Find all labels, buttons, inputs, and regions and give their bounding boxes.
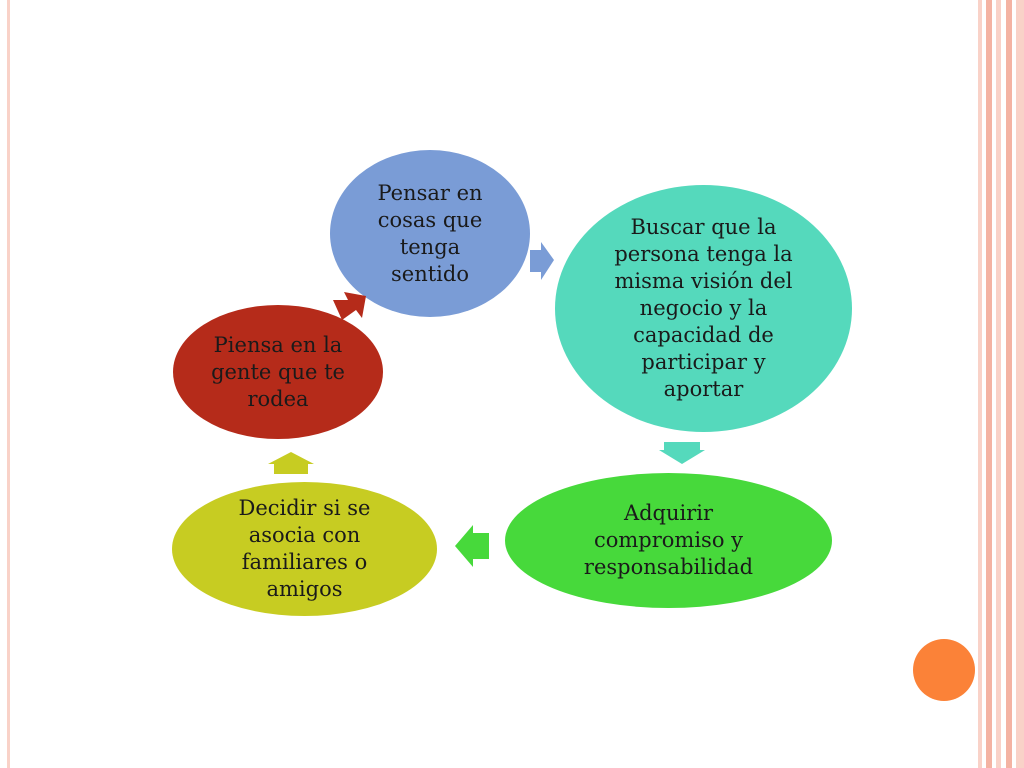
- cycle-node-decidir-label: Decidir si se asocia con familiares o am…: [238, 496, 371, 601]
- cycle-node-pensar: Pensar en cosas que tenga sentido: [330, 150, 530, 317]
- cycle-node-piensa-label: Piensa en la gente que te rodea: [211, 332, 345, 411]
- right-border-stripe-3: [996, 0, 1001, 768]
- cycle-node-buscar: Buscar que la persona tenga la misma vis…: [555, 185, 852, 432]
- decorative-dot: [913, 639, 975, 701]
- arrow-up-icon: [268, 452, 314, 474]
- cycle-node-buscar-label: Buscar que la persona tenga la misma vis…: [614, 215, 793, 401]
- arrow-left-icon: [455, 525, 489, 567]
- left-border-line: [7, 0, 10, 768]
- cycle-node-piensa: Piensa en la gente que te rodea: [173, 305, 383, 439]
- right-border-stripe-2: [986, 0, 992, 768]
- right-border-stripe-1: [978, 0, 982, 768]
- cycle-node-adquirir-label: Adquirir compromiso y responsabilidad: [583, 501, 754, 579]
- cycle-node-adquirir: Adquirir compromiso y responsabilidad: [505, 473, 832, 608]
- arrow-right-icon: [530, 242, 554, 280]
- arrow-down-icon: [659, 442, 705, 464]
- cycle-node-pensar-label: Pensar en cosas que tenga sentido: [377, 180, 483, 286]
- right-border-stripe-5: [1016, 0, 1024, 768]
- cycle-node-decidir: Decidir si se asocia con familiares o am…: [172, 482, 437, 616]
- arrow-diagonal-icon: [333, 292, 366, 320]
- right-border-stripe-4: [1006, 0, 1012, 768]
